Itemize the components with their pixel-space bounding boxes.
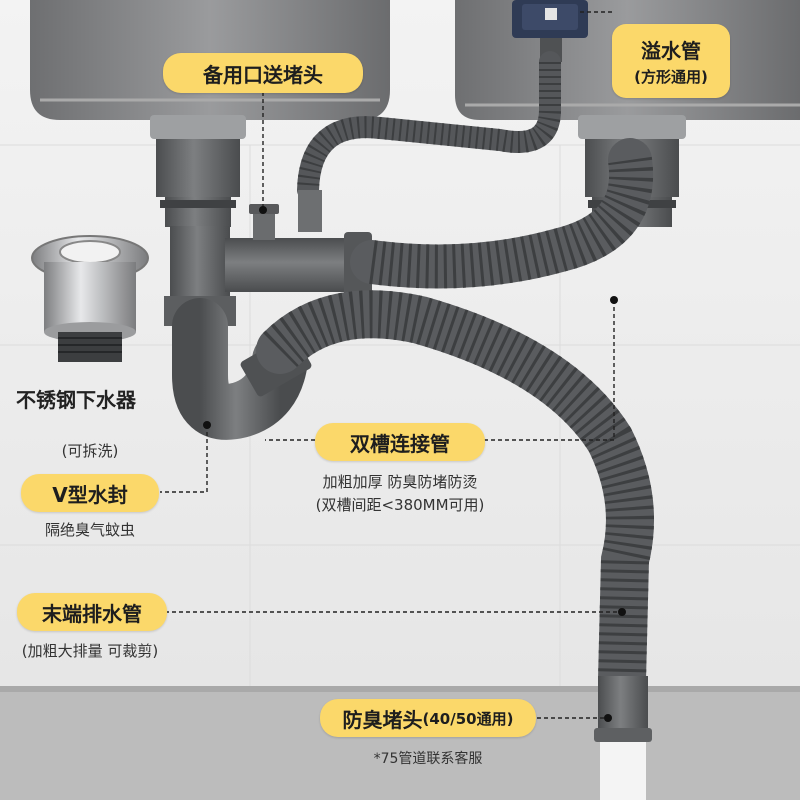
strainer-caption: 不锈钢下水器: [16, 388, 136, 412]
overflow-pipe-subtitle: (方形通用): [634, 68, 708, 86]
odor-proof-plug: [594, 676, 652, 800]
v-trap-description: 隔绝臭气蚊虫: [44, 521, 136, 539]
overflow-pipe-title: 溢水管: [641, 39, 701, 63]
spare-port-label: 备用口送堵头: [163, 53, 363, 93]
double-sink-pipe-label: 双槽连接管: [315, 423, 485, 461]
odor-plug-label: 防臭堵头 (40/50通用): [320, 699, 536, 737]
leader-lines: [160, 11, 622, 719]
end-drain-pipe-description: (加粗大排量 可裁剪): [21, 642, 159, 660]
odor-plug-title: 防臭堵头: [342, 707, 423, 732]
odor-plug-size: (40/50通用): [422, 709, 514, 728]
double-sink-pipe-desc-2: (双槽间距<380MM可用): [315, 496, 485, 514]
washable-note: (可拆洗): [61, 442, 119, 460]
leader-dots: [203, 206, 626, 722]
end-drain-pipe-label: 末端排水管: [17, 593, 167, 631]
large-pipe-note: *75管道联系客服: [373, 751, 483, 767]
stainless-strainer-product: [31, 235, 149, 362]
v-trap-label: V型水封: [21, 474, 159, 512]
overflow-pipe-label: 溢水管 (方形通用): [612, 24, 730, 98]
double-sink-pipe-desc-1: 加粗加厚 防臭防堵防烫: [322, 473, 478, 491]
left-strainer-body: [150, 115, 246, 227]
